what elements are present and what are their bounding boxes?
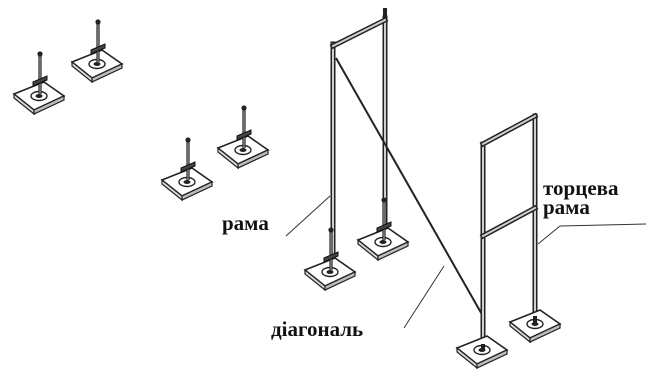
base-plate [509,309,561,343]
base-plate [456,335,508,369]
base-jack [13,49,65,115]
end-frame [479,112,539,347]
end-frame-label-line1: торцева [543,176,619,200]
base-jack [161,135,213,201]
diagonal-leader-line [403,265,445,329]
end-frame-label-line2: рама [543,195,590,219]
diagonal-label: діагональ [271,317,364,341]
frame [329,8,389,265]
frame-leader-line [285,195,331,237]
base-jack [357,195,409,261]
end-frame-leader-line-2 [559,223,647,227]
base-jack [304,225,356,291]
base-jack [71,17,123,83]
end-frame-leader-line [537,225,561,245]
diagonal-brace [335,57,485,319]
base-jack [217,103,269,169]
frame-label: рама [222,211,269,235]
